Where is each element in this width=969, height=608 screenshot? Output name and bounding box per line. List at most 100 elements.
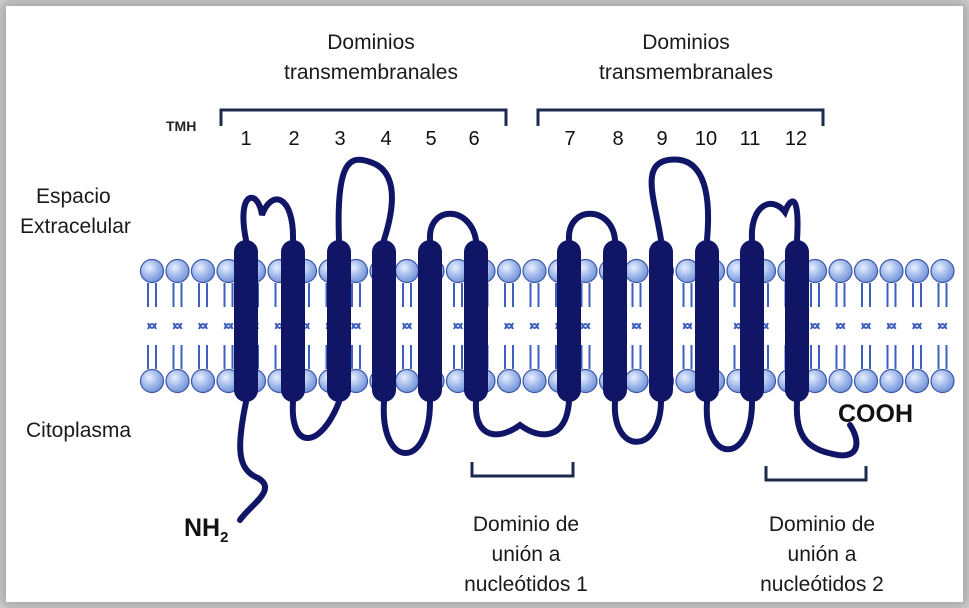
helix-2: [281, 240, 305, 402]
domain-label-2: Dominios transmembranales: [576, 28, 796, 88]
lipid-head: [166, 370, 189, 393]
n-terminal-tail: [240, 402, 265, 520]
intracellular-loop-1: [293, 402, 339, 438]
helix-number-9: 9: [647, 128, 677, 151]
helix-number-3: 3: [325, 128, 355, 151]
lipid-tail: [352, 283, 360, 307]
helix-number-1: 1: [231, 128, 261, 151]
lipid-head: [396, 260, 419, 283]
helix-number-10: 10: [691, 128, 721, 151]
lipid-head: [829, 370, 852, 393]
lipid-head: [523, 260, 546, 283]
lipid-head: [880, 260, 903, 283]
tmh-bracket-2: [538, 110, 823, 126]
lipid-tail: [582, 345, 590, 369]
lipid-head: [498, 260, 521, 283]
bracket-group: [221, 110, 866, 480]
lipid-head: [625, 370, 648, 393]
extracellular-loop-6: [752, 201, 798, 240]
cytoplasm-label: Citoplasma: [26, 416, 131, 446]
lipid-tail: [454, 283, 462, 307]
lipid-tail: [811, 283, 819, 307]
lipid-tail: [403, 345, 411, 369]
intracellular-loop-4: [707, 402, 752, 449]
helix-4: [372, 240, 396, 402]
lipid-tail: [888, 345, 896, 369]
lipid-head: [931, 260, 954, 283]
helix-5: [418, 240, 442, 402]
lipid-head: [141, 260, 164, 283]
lipid-tail: [888, 283, 896, 307]
lipid-head: [855, 370, 878, 393]
nbd-label-1: Dominio de unión a nucleótidos 1: [426, 510, 626, 600]
helix-number-12: 12: [781, 128, 811, 151]
lipid-tail: [939, 345, 947, 369]
helix-number-2: 2: [279, 128, 309, 151]
lipid-tail: [148, 283, 156, 307]
lipid-head: [498, 370, 521, 393]
extracellular-loop-4: [569, 214, 615, 240]
lipid-head: [906, 370, 929, 393]
lipid-tail: [811, 345, 819, 369]
extracellular-loop-5: [652, 159, 709, 240]
extracellular-label-2: Extracelular: [20, 212, 131, 242]
tmh-tag: TMH: [166, 118, 196, 134]
lipid-tail: [837, 345, 845, 369]
lipid-head: [880, 370, 903, 393]
domain-label-1: Dominios transmembranales: [261, 28, 481, 88]
nbd1-bracket: [472, 462, 573, 476]
lipid-tail: [633, 345, 641, 369]
lipid-tail: [505, 283, 513, 307]
lipid-tail: [633, 283, 641, 307]
helix-9: [649, 240, 673, 402]
lipid-tail: [939, 283, 947, 307]
intracellular-loop-2: [384, 402, 430, 453]
lipid-tail: [352, 345, 360, 369]
lipid-head: [931, 370, 954, 393]
lipid-tail: [174, 283, 182, 307]
lipid-head: [192, 370, 215, 393]
lipid-tail: [913, 283, 921, 307]
nbd-label-2: Dominio de unión a nucleótidos 2: [722, 510, 922, 600]
helix-number-6: 6: [459, 128, 489, 151]
helix-number-5: 5: [416, 128, 446, 151]
helix-number-4: 4: [371, 128, 401, 151]
lipid-tail: [684, 345, 692, 369]
n-terminus-label: NH2: [184, 514, 228, 546]
lipid-head: [166, 260, 189, 283]
lipid-tail: [531, 283, 539, 307]
lipid-tail: [454, 345, 462, 369]
nbd2-bracket: [766, 466, 866, 480]
lipid-head: [141, 370, 164, 393]
lipid-tail: [837, 283, 845, 307]
lipid-tail: [862, 345, 870, 369]
lipid-tail: [225, 283, 233, 307]
lipid-head: [192, 260, 215, 283]
helix-12: [785, 240, 809, 402]
helix-1: [234, 240, 258, 402]
lipid-tail: [403, 283, 411, 307]
figure-frame: Dominios transmembranales Dominios trans…: [6, 6, 963, 602]
lipid-tail: [531, 345, 539, 369]
helix-number-7: 7: [555, 128, 585, 151]
extracellular-loop-1: [243, 198, 293, 240]
lipid-tail: [913, 345, 921, 369]
lipid-tail: [148, 345, 156, 369]
helix-6: [464, 240, 488, 402]
lipid-tail: [199, 283, 207, 307]
c-terminus-label: COOH: [838, 400, 913, 429]
lipid-head: [396, 370, 419, 393]
lipid-head: [625, 260, 648, 283]
helix-8: [603, 240, 627, 402]
extracellular-loop-2: [339, 160, 392, 240]
lipid-tail: [174, 345, 182, 369]
lipid-head: [855, 260, 878, 283]
helix-11: [740, 240, 764, 402]
nbd1-loop: [476, 402, 569, 434]
lipid-head: [829, 260, 852, 283]
lipid-bilayer: [141, 260, 955, 393]
lipid-tail: [582, 283, 590, 307]
extracellular-label: Espacio: [36, 182, 111, 212]
lipid-head: [523, 370, 546, 393]
lipid-head: [906, 260, 929, 283]
